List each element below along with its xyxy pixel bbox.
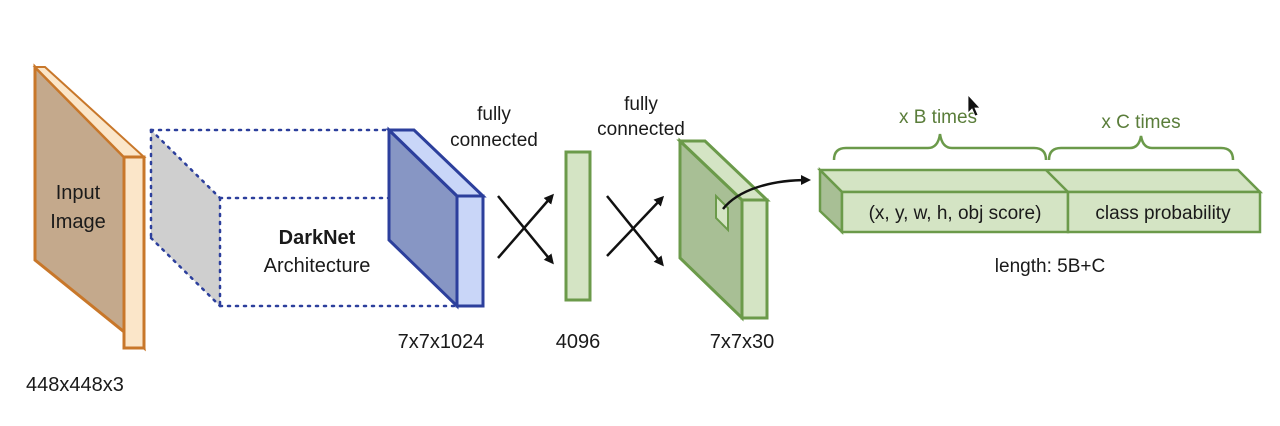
output-vector: (x, y, w, h, obj score) class probabilit… (816, 166, 1264, 235)
darknet-output-block (385, 126, 487, 310)
cross-arrow-icon (606, 195, 665, 267)
input-image-label-line1: Input (56, 182, 101, 204)
output-tensor-cell (715, 193, 729, 233)
dotted-diagonal-top (149, 128, 222, 200)
class-segment-label: class probability (1095, 203, 1231, 224)
fc1-vector-bar (564, 150, 592, 302)
darknet-region: DarkNet Architecture (149, 128, 457, 308)
input-image-block: Input Image (32, 63, 147, 352)
box-segment-label: (x, y, w, h, obj score) (869, 203, 1042, 224)
brace-b-label: x B times (899, 107, 977, 128)
mouse-pointer-icon (967, 93, 981, 117)
fc2-label-line1: fully (624, 94, 658, 115)
input-image-side (122, 155, 146, 350)
darknet-subtitle: Architecture (264, 255, 371, 277)
output-vector-class-segment (1066, 190, 1262, 234)
darknet-output-side (455, 194, 485, 308)
vector-length-label: length: 5B+C (995, 256, 1105, 277)
output-tensor-dims: 7x7x30 (710, 331, 775, 353)
fc2-label-line2: connected (597, 119, 685, 140)
cross-arrow-icon (497, 193, 554, 265)
input-image-dims: 448x448x3 (26, 374, 124, 396)
output-vector-box-segment (840, 190, 1070, 234)
darknet-output-dims: 7x7x1024 (398, 331, 485, 353)
brace-c-label: x C times (1101, 112, 1180, 133)
output-vector-top (816, 168, 1264, 194)
fc1-label-line1: fully (477, 104, 511, 125)
input-image-label-line2: Image (50, 211, 106, 233)
darknet-title: DarkNet (279, 227, 356, 249)
curved-arrow-icon (722, 175, 811, 210)
output-tensor-side (740, 198, 769, 320)
brace-b (832, 133, 1048, 161)
fc1-label-line2: connected (450, 130, 538, 151)
brace-c (1047, 135, 1235, 161)
output-vector-divider (1045, 169, 1069, 193)
darknet-input-plane (151, 130, 220, 306)
output-tensor-block (676, 137, 771, 322)
dotted-diagonal-bottom (149, 236, 222, 308)
fc1-dims: 4096 (556, 331, 601, 353)
